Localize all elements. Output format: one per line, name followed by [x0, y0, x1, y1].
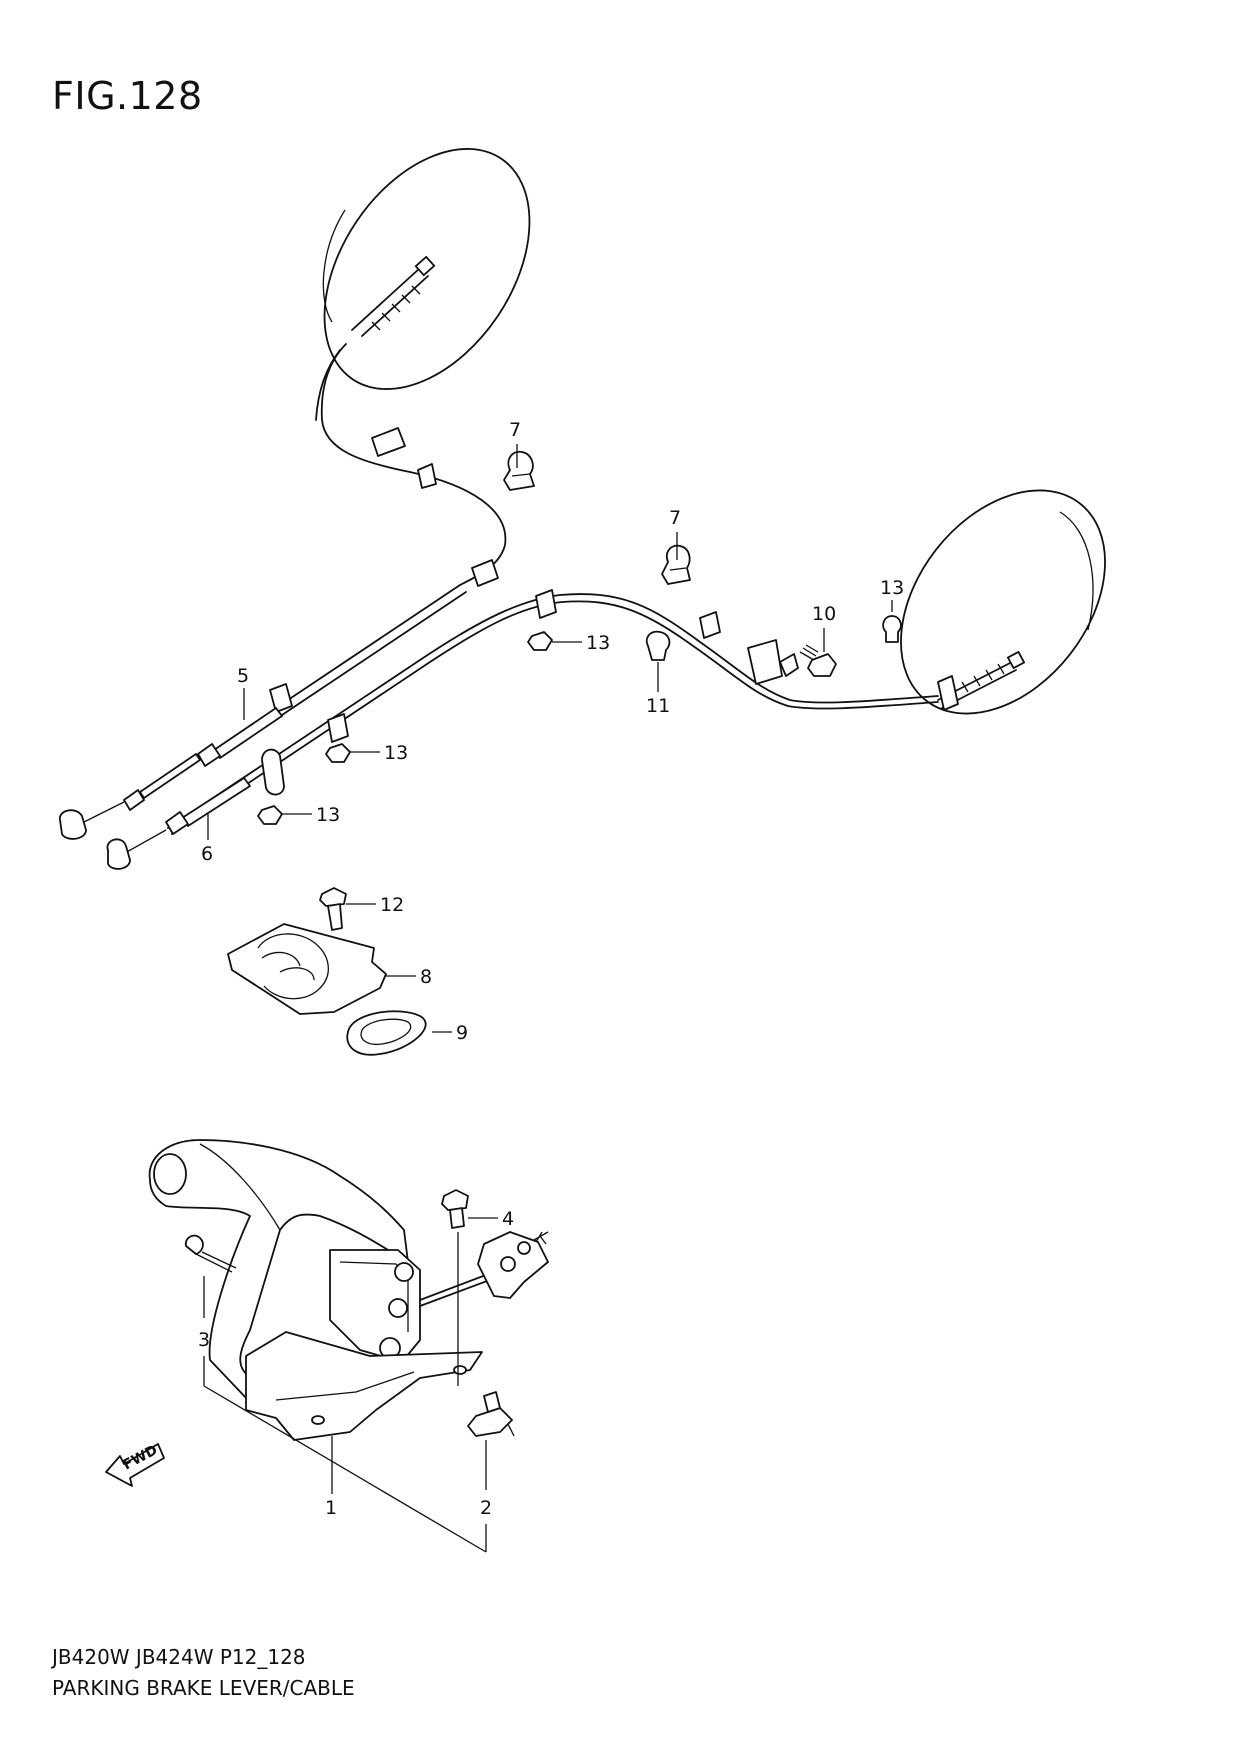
callout-9: 9 — [456, 1022, 468, 1044]
callout-13-b: 13 — [384, 742, 408, 764]
callout-5: 5 — [237, 665, 249, 687]
callout-7-upper: 7 — [509, 419, 521, 441]
clip-7-upper — [503, 450, 535, 491]
cable-6-assembly — [106, 589, 1026, 870]
callout-12: 12 — [380, 894, 404, 916]
nut-13 — [257, 615, 902, 825]
leader-lines — [203, 444, 893, 1553]
footer-diagram-name: PARKING BRAKE LEVER/CABLE — [52, 1676, 355, 1700]
clip-7-middle — [661, 544, 691, 585]
screw-3 — [184, 1234, 237, 1273]
equalizer — [477, 1231, 549, 1299]
callout-4: 4 — [502, 1208, 514, 1230]
callout-1: 1 — [325, 1497, 337, 1519]
callout-11: 11 — [646, 695, 670, 717]
footer-model-code: JB420W JB424W P12_128 — [52, 1645, 306, 1669]
grommet-9 — [346, 1010, 427, 1056]
figure-title: FIG.128 — [52, 74, 203, 118]
cover-plate-8 — [227, 923, 387, 1015]
bolt-12 — [319, 887, 347, 931]
callout-10: 10 — [812, 603, 836, 625]
bolt-10 — [799, 644, 837, 677]
right-brake-drum — [900, 489, 1106, 715]
callout-3: 3 — [198, 1329, 210, 1351]
cable-5-assembly — [59, 255, 507, 840]
bolt-4 — [441, 1189, 469, 1229]
parking-brake-lever-1 — [148, 1139, 523, 1441]
fwd-arrow-icon: FWD — [105, 1442, 165, 1487]
callout-7-middle: 7 — [669, 507, 681, 529]
left-brake-drum — [322, 148, 531, 390]
callout-13-a: 13 — [586, 632, 610, 654]
callout-8: 8 — [420, 966, 432, 988]
callout-6: 6 — [201, 843, 213, 865]
callout-13-d: 13 — [880, 577, 904, 599]
callout-13-c: 13 — [316, 804, 340, 826]
callout-2: 2 — [480, 1497, 492, 1519]
callouts: 7 7 13 13 13 13 10 11 5 6 12 8 9 4 3 1 2 — [198, 419, 904, 1519]
switch-2 — [467, 1391, 515, 1437]
bolt-11 — [645, 630, 671, 661]
